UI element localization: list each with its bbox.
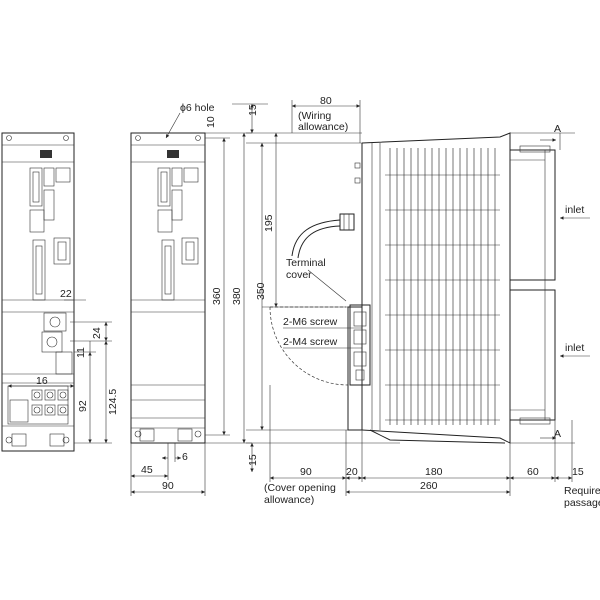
screw-m6-label: 2-M6 screw [283, 316, 338, 328]
wiring-value: 80 [320, 95, 332, 107]
dim-45: 45 [141, 464, 153, 476]
wiring-label-1: (Wiring [298, 110, 331, 122]
dim-380: 380 [231, 287, 243, 305]
front-view-dimensions: 22 24 11 16 124.5 92 [8, 288, 119, 444]
side-view: 15 15 350 195 80 (Wiring allowance) Term… [232, 95, 556, 472]
dim-15-bottom: 15 [247, 454, 259, 466]
front-view-cover-open [1, 132, 75, 452]
dim-11: 11 [75, 347, 87, 358]
terminal-cover-label-1: Terminal [286, 257, 326, 269]
dim-60: 60 [527, 466, 539, 478]
dim-124-5: 124.5 [107, 389, 119, 415]
heatsink-fins [385, 148, 500, 425]
hole-label: ϕ6 hole [180, 102, 215, 114]
wiring-label-2: allowance) [298, 121, 348, 133]
inlet-top-label: inlet [565, 204, 584, 216]
required-label-2: passage [564, 497, 600, 509]
dim-15-right: 15 [572, 466, 584, 478]
front-view-2-dimensions: 10 360 380 45 6 90 [130, 116, 252, 496]
cover-opening-label-2: allowance) [264, 494, 314, 506]
dim-24: 24 [91, 327, 103, 339]
dim-180: 180 [425, 466, 443, 478]
airflow-annotations: inlet inlet A A [510, 123, 590, 444]
arrow-a-top: A [554, 123, 561, 135]
dim-10: 10 [205, 116, 217, 128]
terminal-cover-label-2: cover [286, 269, 312, 281]
dim-360: 360 [211, 287, 223, 305]
dim-15-top: 15 [247, 104, 259, 116]
dim-6: 6 [182, 451, 188, 463]
arrow-a-bottom: A [554, 428, 561, 440]
inlet-bottom-label: inlet [565, 342, 584, 354]
dim-16: 16 [36, 375, 48, 387]
front-view-cover-closed [130, 132, 206, 444]
dim-22: 22 [60, 288, 72, 300]
dim-20: 20 [346, 466, 358, 478]
dim-92: 92 [77, 400, 89, 412]
dim-90-front: 90 [162, 480, 174, 492]
dim-350: 350 [255, 282, 267, 300]
dim-260: 260 [420, 480, 438, 492]
hole-callout: ϕ6 hole [165, 102, 215, 139]
cover-opening-label-1: (Cover opening [264, 482, 336, 494]
side-view-bottom-dimensions: 90 20 180 60 15 260 (Cover opening allow… [264, 385, 600, 509]
dim-195: 195 [263, 214, 275, 232]
required-label-1: Require [564, 485, 600, 497]
dim-90-side: 90 [300, 466, 312, 478]
screw-m4-label: 2-M4 screw [283, 336, 338, 348]
